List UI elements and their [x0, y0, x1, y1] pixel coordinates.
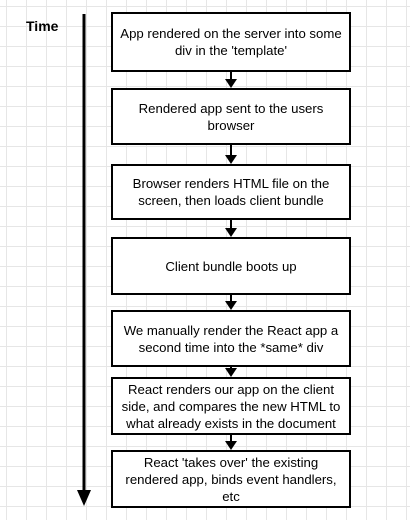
- step-box-7: React 'takes over' the existing rendered…: [111, 450, 351, 508]
- connector-2: [225, 145, 237, 164]
- step-box-6: React renders our app on the client side…: [111, 377, 351, 435]
- step-box-1: App rendered on the server into some div…: [111, 12, 351, 72]
- step-text: Client bundle boots up: [165, 258, 297, 274]
- step-text: Rendered app sent to the users browser: [138, 100, 324, 133]
- step-box-3: Browser renders HTML file on the screen,…: [111, 164, 351, 220]
- step-box-2: Rendered app sent to the users browser: [111, 88, 351, 145]
- step-box-4: Client bundle boots up: [111, 237, 351, 295]
- connector-1: [225, 72, 237, 88]
- step-text: We manually render the React app a secon…: [123, 322, 339, 355]
- step-text: React renders our app on the client side…: [121, 381, 341, 431]
- step-text: React 'takes over' the existing rendered…: [125, 454, 337, 504]
- step-text: Browser renders HTML file on the screen,…: [132, 176, 330, 208]
- time-axis-arrowhead: [77, 490, 91, 506]
- step-text: App rendered on the server into some div…: [120, 26, 342, 58]
- connector-4: [225, 295, 237, 310]
- time-axis-label: Time: [26, 18, 59, 34]
- connector-3: [225, 220, 237, 237]
- connector-6: [225, 435, 237, 450]
- connector-5: [225, 367, 237, 377]
- step-box-5: We manually render the React app a secon…: [111, 310, 351, 367]
